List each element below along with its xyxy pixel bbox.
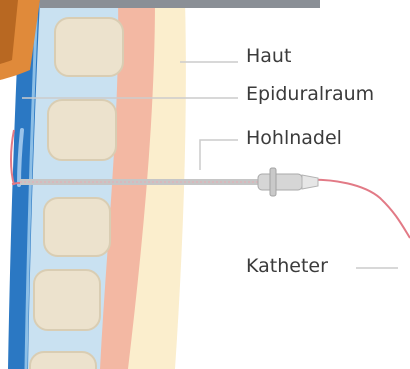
leader-line-needle [200,140,238,170]
label-needle: Hohlnadel [246,127,342,149]
vertebra [48,100,116,160]
label-skin: Haut [246,45,291,67]
vertebra [44,198,110,256]
top-band [40,0,320,8]
vertebra [30,352,96,369]
vertebra [34,270,100,330]
needle-cap [302,175,318,189]
needle-hub [258,174,302,190]
vertebra [55,18,123,76]
needle-wing [270,168,276,196]
label-catheter: Katheter [246,255,328,277]
label-epidural-space: Epiduralraum [246,83,374,105]
